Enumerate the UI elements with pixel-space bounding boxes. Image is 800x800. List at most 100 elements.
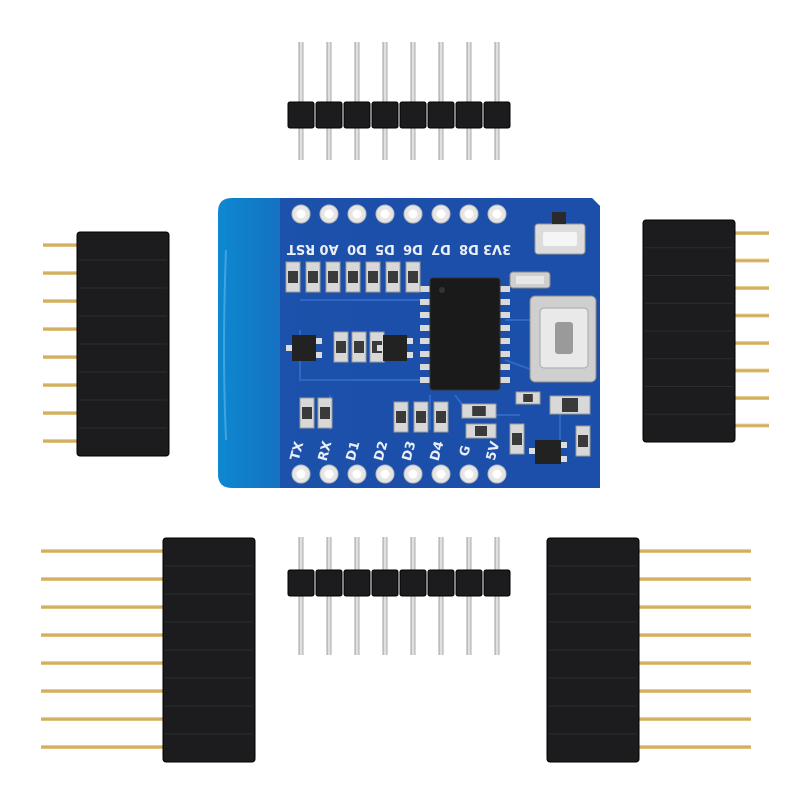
header-block (399, 101, 427, 129)
pin-hole-center (380, 469, 390, 479)
smd-body (320, 407, 330, 419)
header-pin (43, 439, 77, 443)
header-pin (41, 605, 163, 609)
smd-body (416, 411, 426, 423)
pin-hole-center (408, 209, 418, 219)
pin-holes-top (291, 204, 507, 224)
smd-body (512, 433, 522, 445)
pin-holes-bottom (291, 464, 507, 484)
header-pin (354, 42, 360, 160)
smd-body (348, 271, 358, 283)
chip-pin (420, 338, 432, 344)
header-block (371, 569, 399, 597)
female-header-right (642, 219, 769, 443)
chip-pin (420, 312, 432, 318)
chip-pin (420, 325, 432, 331)
smd-body (368, 271, 378, 283)
chip-pin (498, 299, 510, 305)
chip-pin (498, 312, 510, 318)
header-block (287, 101, 315, 129)
header-pin (639, 549, 751, 553)
header-pin (735, 396, 769, 400)
female-header-bottom-left (41, 537, 256, 763)
header-pin (639, 689, 751, 693)
transistor-right-icon (377, 335, 413, 361)
pin-hole-center (492, 209, 502, 219)
pin-hole-center (464, 469, 474, 479)
header-pin (735, 231, 769, 235)
header-pin (494, 42, 500, 160)
header-block (455, 101, 483, 129)
smd-body (562, 398, 578, 412)
pin-hole-center (352, 469, 362, 479)
header-pin (43, 243, 77, 247)
smd-body (523, 394, 533, 402)
chip-pin (498, 325, 510, 331)
pin-label: TX (288, 440, 307, 462)
pin-label: RST (287, 241, 315, 256)
header-pin (41, 549, 163, 553)
smd-body (396, 411, 406, 423)
smd-body (308, 271, 318, 283)
smd-body (302, 407, 312, 419)
female-header-left (43, 231, 170, 457)
pin-hole-center (492, 469, 502, 479)
pin-hole-center (436, 469, 446, 479)
header-pin (639, 717, 751, 721)
pin-label: D5 (375, 241, 395, 256)
regulator-icon (529, 440, 567, 464)
smd-body (578, 435, 588, 447)
pin-label: D2 (372, 440, 392, 463)
header-pin (41, 717, 163, 721)
header-block (427, 101, 455, 129)
header-pin (43, 383, 77, 387)
pin-label: A0 (319, 241, 338, 256)
header-pin (639, 661, 751, 665)
reset-button-icon (534, 212, 586, 255)
header-pin (639, 605, 751, 609)
header-pin (639, 633, 751, 637)
header-block (483, 569, 511, 597)
pin-label: D3 (400, 440, 420, 463)
pin-label: G (457, 444, 474, 458)
chip-pin (498, 338, 510, 344)
header-pin (639, 745, 751, 749)
header-pin (43, 271, 77, 275)
male-header-bottom (287, 537, 511, 655)
header-block (315, 101, 343, 129)
header-block (343, 569, 371, 597)
pcb-edge-highlight (223, 249, 227, 441)
pin-hole-center (352, 209, 362, 219)
male-header-top (287, 42, 511, 160)
smd-body (328, 271, 338, 283)
header-block (287, 569, 315, 597)
chip-pin (420, 364, 432, 370)
pin-hole-center (464, 209, 474, 219)
smd-body (388, 271, 398, 283)
smd-body (354, 341, 364, 353)
pin-label: D7 (431, 241, 451, 256)
header-pin (41, 577, 163, 581)
header-pin (326, 42, 332, 160)
pin-label: RX (316, 439, 336, 462)
header-pin (41, 661, 163, 665)
header-pin (735, 423, 769, 428)
chip-pin (498, 351, 510, 357)
header-pin (735, 313, 769, 318)
smd-body (472, 406, 486, 416)
pin-label: 5V (484, 440, 503, 462)
smd-body (336, 341, 346, 353)
header-block (483, 101, 511, 129)
chip-pin (420, 299, 432, 305)
chip-pin (420, 351, 432, 357)
female-header-bottom-right (546, 537, 751, 763)
header-pin (410, 42, 416, 160)
header-pin (735, 368, 769, 373)
usb-serial-chip-icon (420, 277, 510, 391)
header-block (315, 569, 343, 597)
header-pin (41, 633, 163, 637)
